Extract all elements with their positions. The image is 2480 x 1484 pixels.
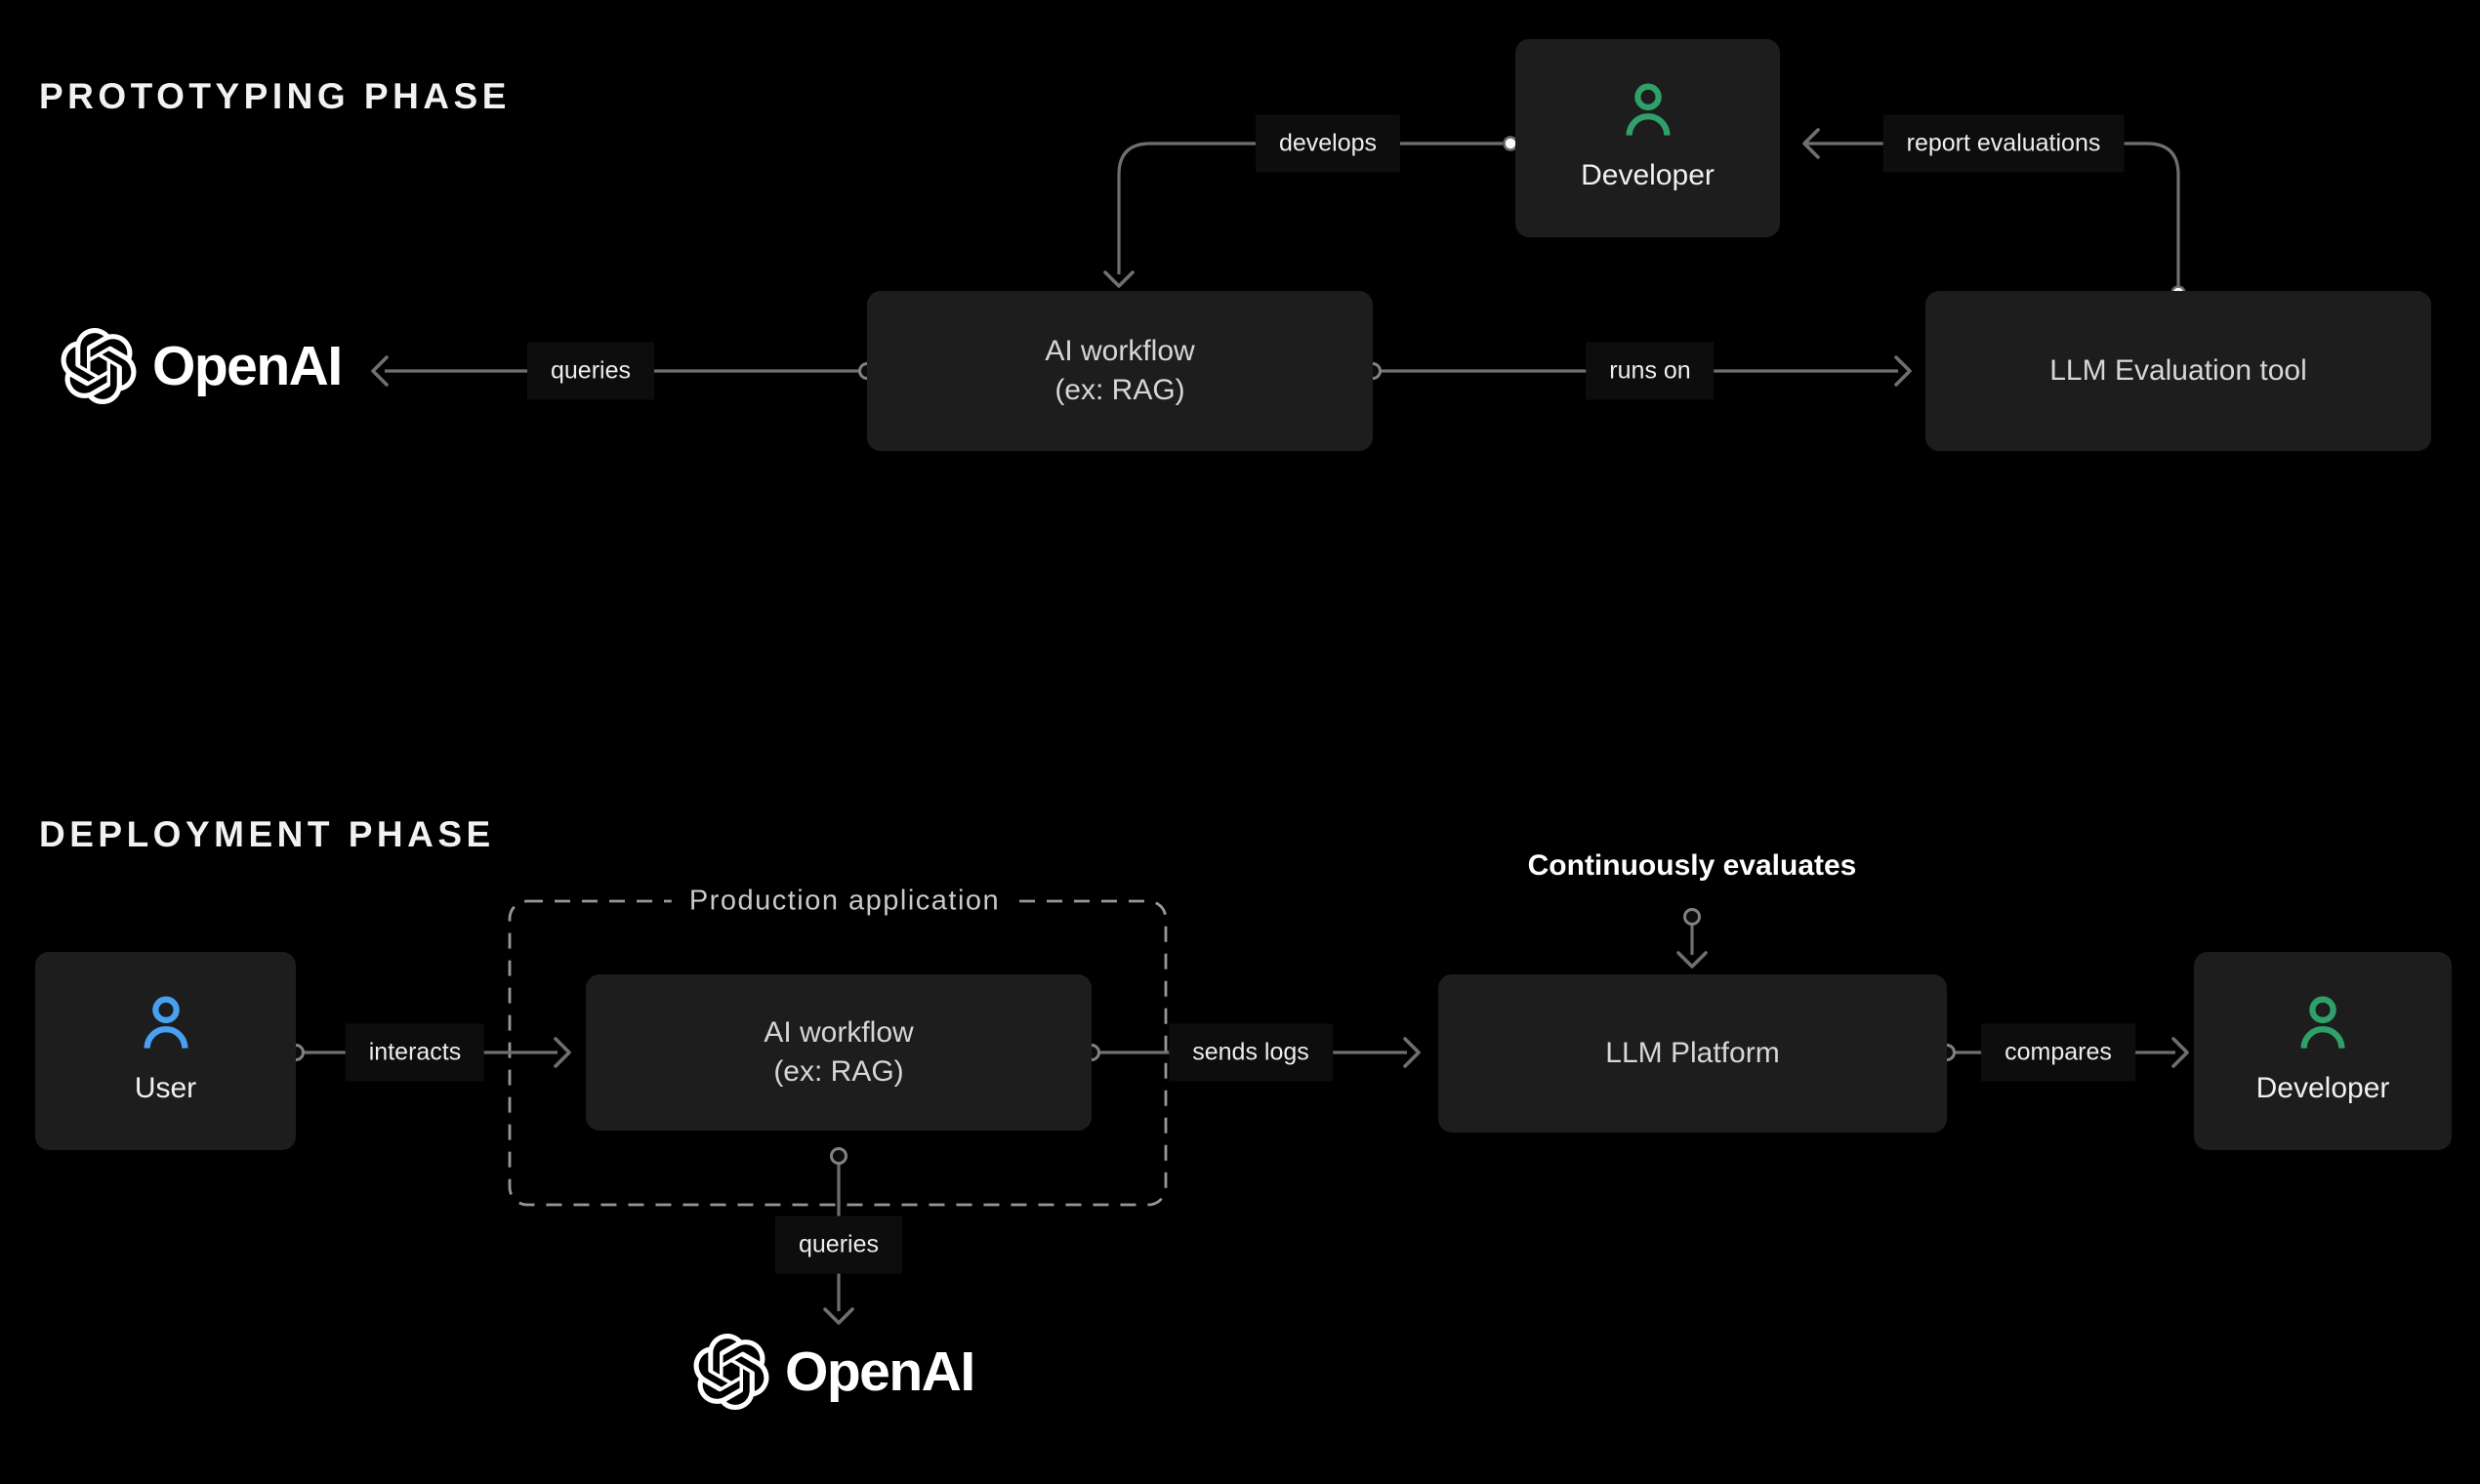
edge-label-queries-bottom: queries bbox=[775, 1216, 902, 1274]
node-llm-platform: LLM Platform bbox=[1438, 974, 1947, 1133]
user-label: User bbox=[134, 1071, 197, 1104]
node-llm-evaluation-tool: LLM Evaluation tool bbox=[1925, 291, 2431, 451]
arrow-continuously-evaluates bbox=[1676, 908, 1708, 969]
openai-wordmark: OpenAI bbox=[152, 334, 343, 397]
openai-wordmark: OpenAI bbox=[785, 1340, 975, 1403]
continuously-evaluates-label: Continuously evaluates bbox=[1527, 849, 1857, 882]
ai-workflow-line1: AI workflow bbox=[1045, 335, 1195, 367]
developer-person-icon bbox=[1626, 83, 1670, 136]
openai-logomark-icon bbox=[693, 1334, 769, 1410]
edge-label-runs-on: runs on bbox=[1586, 342, 1715, 400]
llm-platform-label: LLM Platform bbox=[1605, 1037, 1780, 1069]
developer-label: Developer bbox=[1581, 158, 1715, 191]
node-developer-top: Developer bbox=[1515, 39, 1780, 237]
prototyping-phase-title: PROTOTYPING PHASE bbox=[39, 76, 511, 116]
edge-label-compares: compares bbox=[1981, 1023, 2135, 1082]
openai-logo-bottom: OpenAI bbox=[693, 1334, 975, 1410]
openai-logomark-icon bbox=[61, 328, 137, 404]
production-application-title: Production application bbox=[671, 881, 1018, 922]
node-ai-workflow-top: AI workflow (ex: RAG) bbox=[867, 291, 1373, 451]
deployment-phase-title: DEPLOYMENT PHASE bbox=[39, 814, 495, 854]
ai-workflow-line1: AI workflow bbox=[764, 1016, 914, 1049]
edge-label-interacts: interacts bbox=[345, 1023, 485, 1082]
edge-label-queries-top: queries bbox=[527, 342, 654, 400]
edge-label-sends-logs: sends logs bbox=[1169, 1023, 1333, 1082]
edge-label-develops: develops bbox=[1255, 114, 1401, 173]
llm-evaluation-tool-label: LLM Evaluation tool bbox=[2049, 354, 2307, 387]
developer-label: Developer bbox=[2255, 1071, 2390, 1104]
openai-logo-top: OpenAI bbox=[61, 328, 343, 404]
edge-label-report-evaluations: report evaluations bbox=[1882, 114, 2125, 173]
node-ai-workflow-bottom: AI workflow (ex: RAG) bbox=[586, 974, 1092, 1131]
ai-workflow-line2: (ex: RAG) bbox=[1054, 374, 1185, 406]
ai-workflow-line2: (ex: RAG) bbox=[773, 1055, 904, 1088]
developer-person-icon bbox=[2300, 996, 2345, 1049]
node-user: User bbox=[35, 952, 296, 1150]
arrow-develops bbox=[1103, 136, 1518, 288]
node-developer-bottom: Developer bbox=[2194, 952, 2452, 1150]
user-person-icon bbox=[144, 996, 187, 1049]
